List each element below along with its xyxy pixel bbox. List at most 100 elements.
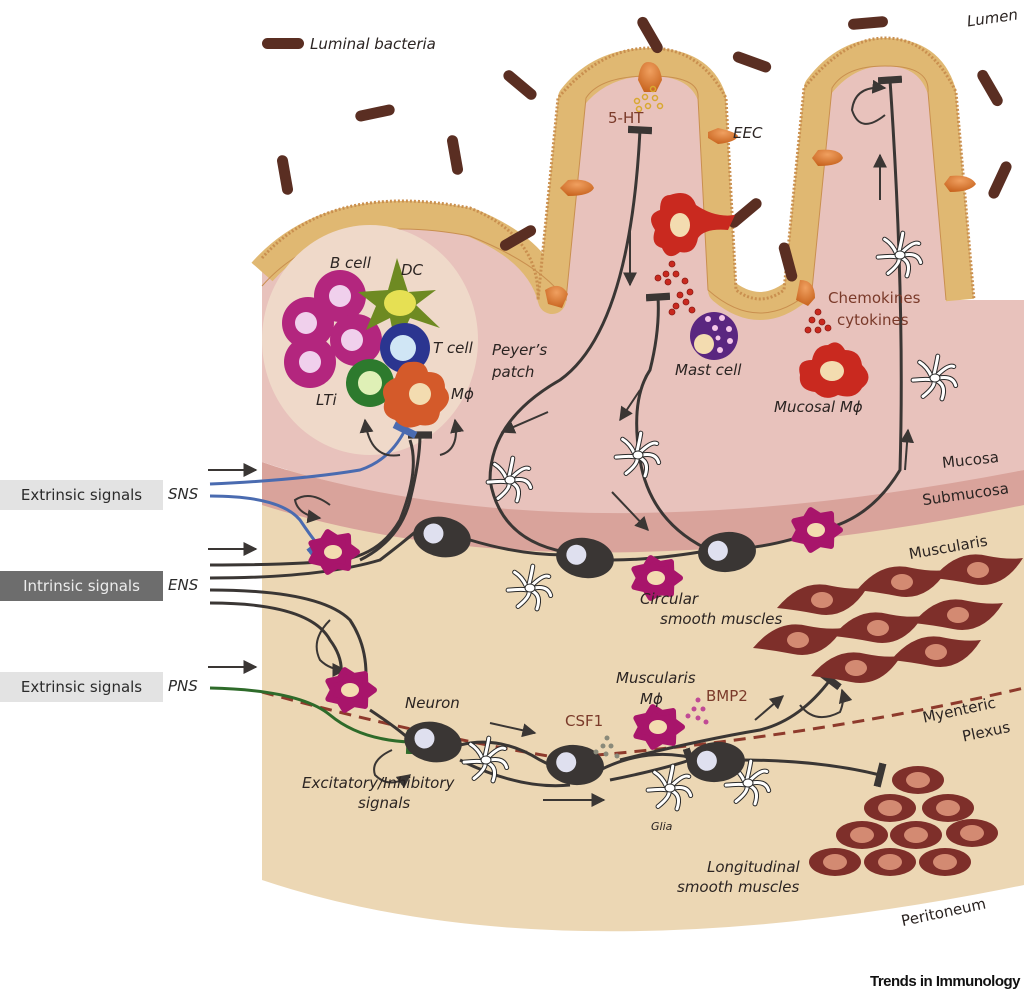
macrophage-icon [631,555,683,601]
eec-cell [638,62,662,92]
glia-cell-icon [613,430,662,479]
longitudinal-muscle-cell [864,848,916,876]
villus-macrophage [651,192,735,257]
glia-label: Glia [651,820,673,833]
circular-muscles-label-2: smooth muscles [660,610,783,628]
glia-cell-icon [645,763,694,812]
serotonin-granules [633,85,664,113]
longitudinal-muscle-cell [892,766,944,794]
macrophage-icon [325,667,377,713]
ens-tag: ENS [168,576,199,594]
circular-muscle-cell [753,624,843,655]
exc-inh-label-1: Excitatory/Inhibitory [302,774,456,792]
neuron-icon [687,741,745,783]
glia-cell-icon [910,353,959,402]
muscularis-macrophage-label-2: Mϕ [640,690,663,708]
circular-muscle-cell [891,636,981,667]
bacteria-legend-icon [262,38,304,49]
circular-muscle-cell [833,612,923,643]
peyers-patch-label-2: patch [491,363,534,381]
dc-label: DC [401,261,424,279]
dendritic-cell [358,258,440,348]
sns-tag: SNS [168,485,199,503]
longitudinal-muscle-cell [946,819,998,847]
circular-muscle-cell [857,566,947,597]
bacterium-icon [503,70,537,100]
macrophage-icon [791,507,843,553]
bacterium-icon [977,69,1003,107]
circular-muscles-label-1: Circular [640,590,699,608]
bacterium-icon [728,198,762,228]
glia-cell-icon [485,455,534,504]
longitudinal-muscle-cell [919,848,971,876]
input-arrows [208,463,258,674]
eec-cells [545,62,976,308]
circular-muscle-cell [777,584,867,615]
bacterium-icon [988,161,1012,199]
extrinsic-signals-label: Extrinsic signals [20,486,143,504]
t-cell-label: T cell [433,339,474,357]
longitudinal-muscle-cell [864,794,916,822]
glia-cell-icon [875,230,924,279]
glia-cell-icon [723,758,772,807]
bacterium-icon [446,135,464,175]
eec-label: EEC [733,124,763,142]
bacterium-icon [355,104,395,122]
eec-cell [560,179,594,196]
csf1-label: CSF1 [565,712,603,730]
pns-tag: PNS [168,677,198,695]
lti-label: LTi [316,391,338,409]
peyers-macrophage-label: Mϕ [451,385,474,403]
bmp2-dots [685,697,709,725]
neuron-icon [556,537,614,579]
bmp2-label: BMP2 [706,687,748,705]
bacterium-icon [778,242,798,282]
mast-cell [690,312,738,360]
lumen-label: Lumen [966,5,1019,30]
neuron-icon [698,531,756,573]
magenta-macrophages [308,507,843,750]
bacterium-icon [499,225,537,251]
eec-cell [545,285,568,308]
longitudinal-muscles-label-2: smooth muscles [677,878,800,896]
serotonin-label: 5-HT [608,109,644,127]
circular-muscle-cell [933,554,1023,585]
eec-cell [944,175,976,192]
longitudinal-muscle-cell [836,821,888,849]
neuron-label: Neuron [405,694,460,712]
chemokines-label: Chemokines [828,289,921,307]
macrophage-icon [308,529,360,575]
neuron-icon [404,721,462,763]
circular-muscle-cell [811,652,901,683]
longitudinal-muscle-cell [890,821,942,849]
t-cell [380,323,430,373]
eec-cell [708,128,738,144]
extrinsic-signals-sns-box: Extrinsic signals [0,480,163,510]
bacterium-icon [637,16,663,54]
mucosal-macrophage-label: Mucosal Mϕ [774,398,863,416]
exc-inh-label-2: signals [358,794,410,812]
luminal-bacteria-group [276,16,1012,282]
cytokine-dots [654,260,832,334]
intrinsic-signals-label: Intrinsic signals [23,577,140,595]
sns-fibers [209,421,418,556]
glia-group [461,230,959,812]
b-cell-label: B cell [330,254,372,272]
bacterium-icon [848,16,888,30]
extrinsic-signals-pns-box: Extrinsic signals [0,672,163,702]
muscularis-macrophage-label-1: Muscularis [616,669,696,687]
direction-arrows [293,79,915,807]
lti-cell [346,359,394,407]
glia-cell-icon [505,563,554,612]
csf1-dots [593,735,620,759]
peyers-macrophage [382,361,449,428]
longitudinal-smooth-muscles [809,766,998,876]
cytokines-label: cytokines [837,311,909,329]
neuron-icon [413,516,471,558]
longitudinal-muscle-cell [809,848,861,876]
mucosa-label: Mucosa [941,448,999,472]
eec-cell [796,280,815,306]
pns-fiber [209,686,415,755]
circular-smooth-muscles [753,554,1023,683]
